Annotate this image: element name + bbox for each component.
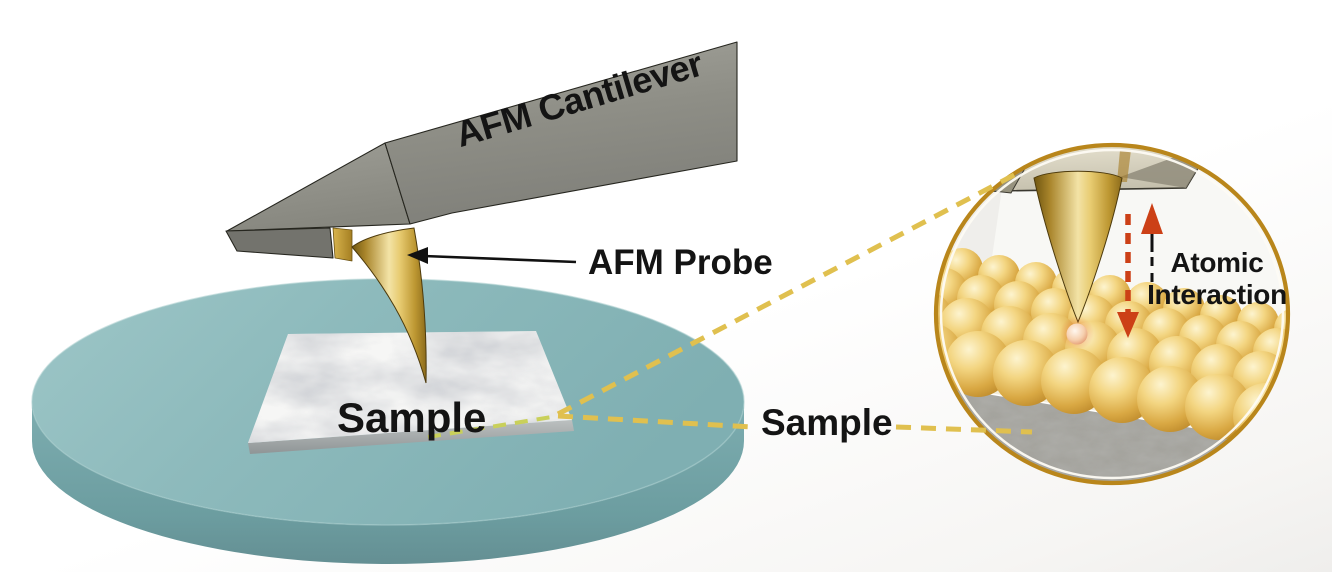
cantilever-main-face — [384, 41, 738, 225]
sample-plate-marble-texture — [248, 331, 572, 443]
cantilever-gold-mount — [332, 227, 353, 262]
atomic-interaction-label: Atomic Interaction — [1128, 247, 1306, 311]
probe-label: AFM Probe — [588, 243, 773, 282]
atomic-interaction-label-line1: Atomic — [1170, 247, 1264, 278]
sample-plate — [248, 331, 574, 454]
connector-dashed-line-lower-left — [557, 413, 753, 430]
probe-pointer-arrow-icon — [407, 247, 577, 264]
atomic-interaction-down-arrow-icon — [1117, 214, 1139, 338]
sample-label: Sample — [337, 394, 487, 441]
cantilever-end-face — [225, 227, 334, 259]
sample-plate-side — [248, 420, 574, 454]
zoom-inset — [933, 142, 1291, 486]
inset-ring — [933, 142, 1291, 486]
afm-cantilever-beam — [225, 41, 738, 262]
connector-dashed-line-upper — [556, 171, 1018, 417]
inset-probe-tip — [1033, 170, 1123, 324]
highlighted-atom — [1066, 323, 1088, 345]
cantilever-chamfer-face — [226, 142, 411, 232]
atomic-interaction-up-arrow-icon — [1141, 203, 1163, 286]
connector-dashed-line-lower-right — [895, 424, 1033, 435]
disc-side — [32, 402, 744, 564]
inset-ring-inner — [939, 148, 1285, 480]
atomic-interaction-label-line2: Interaction — [1147, 279, 1287, 310]
afm-probe-tip — [351, 227, 427, 384]
inset-sample-label: Sample — [761, 402, 893, 443]
